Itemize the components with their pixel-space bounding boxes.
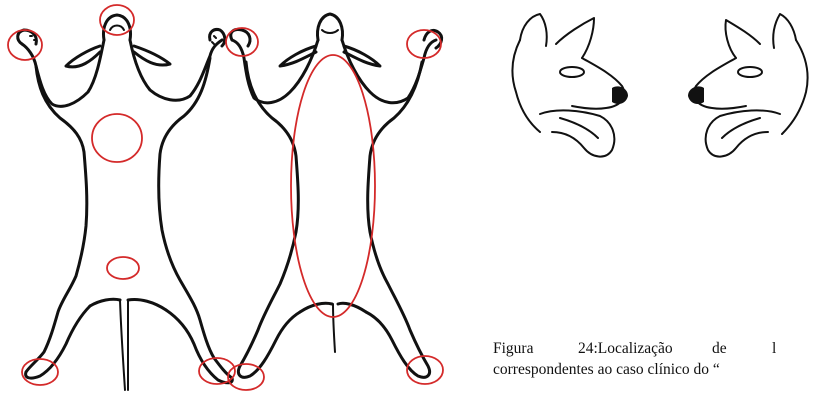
caption-trail: l — [772, 338, 776, 359]
lesion-marker-dorsal-back — [291, 55, 375, 317]
lesion-marker-ventral-groin — [107, 257, 139, 279]
dog-head-left-profile — [513, 14, 628, 157]
lesion-marker-ventral-chest — [92, 114, 142, 162]
caption-word: de — [712, 338, 772, 359]
dorsal-dog-outline — [231, 14, 442, 377]
ventral-dog-outline — [18, 15, 233, 390]
lesion-marker-ventral-head — [100, 5, 134, 35]
caption-number: 24:Localização — [578, 338, 712, 359]
dog-head-right-profile — [688, 14, 808, 157]
caption-label: Figura — [493, 338, 578, 359]
caption-line-2: correspondentes ao caso clínico do “ — [493, 359, 820, 380]
